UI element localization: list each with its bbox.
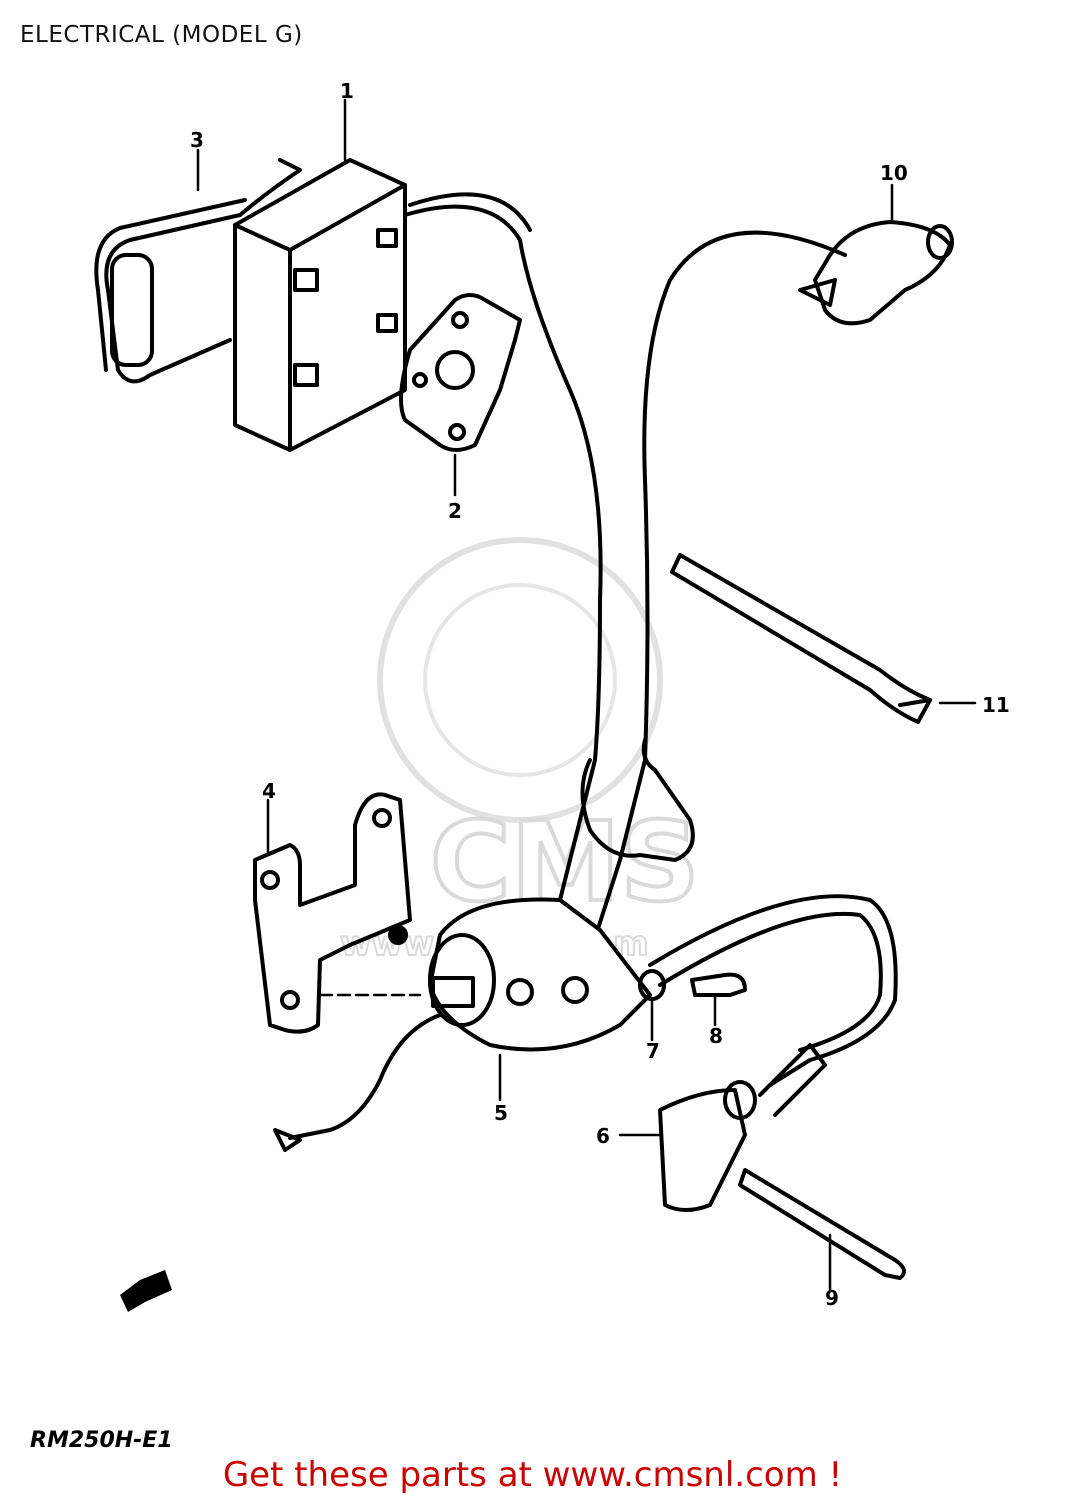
clamp-band: [94, 158, 302, 384]
harness-wire-a: [403, 204, 603, 987]
front-direction-arrow: [120, 1270, 172, 1312]
parts-link-banner[interactable]: Get these parts at www.cmsnl.com !: [222, 1455, 843, 1495]
callout-5: 5: [494, 1101, 508, 1125]
callout-3: 3: [190, 128, 204, 152]
long-bolt: [738, 1168, 906, 1280]
cdi-unit: [233, 158, 407, 452]
callout-10: 10: [880, 161, 908, 185]
wire-connector: [580, 738, 695, 862]
callout-6: 6: [596, 1124, 610, 1148]
callout-9: 9: [825, 1286, 839, 1310]
gasket-plate: [399, 293, 522, 452]
callout-labels: 1 2 3 4 5 6 7 8 9 10 11: [190, 79, 1010, 1310]
callout-2: 2: [448, 499, 462, 523]
callout-7: 7: [646, 1039, 660, 1063]
switch-wire: [578, 230, 847, 987]
tie-strap: [670, 553, 932, 724]
callout-4: 4: [262, 779, 276, 803]
high-tension-lead: [648, 894, 898, 1087]
spark-plug-cap: [658, 1043, 827, 1212]
callout-11: 11: [982, 693, 1010, 717]
harness-wire-b: [408, 192, 532, 232]
mounting-bolt: [690, 972, 747, 997]
page-title: ELECTRICAL (MODEL G): [20, 22, 303, 48]
kill-switch: [798, 220, 954, 326]
callout-1: 1: [340, 79, 354, 103]
coil-bracket: [253, 792, 412, 1034]
drawing-code: RM250H-E1: [30, 1428, 173, 1453]
callout-8: 8: [709, 1024, 723, 1048]
ignition-coil: [273, 897, 652, 1152]
